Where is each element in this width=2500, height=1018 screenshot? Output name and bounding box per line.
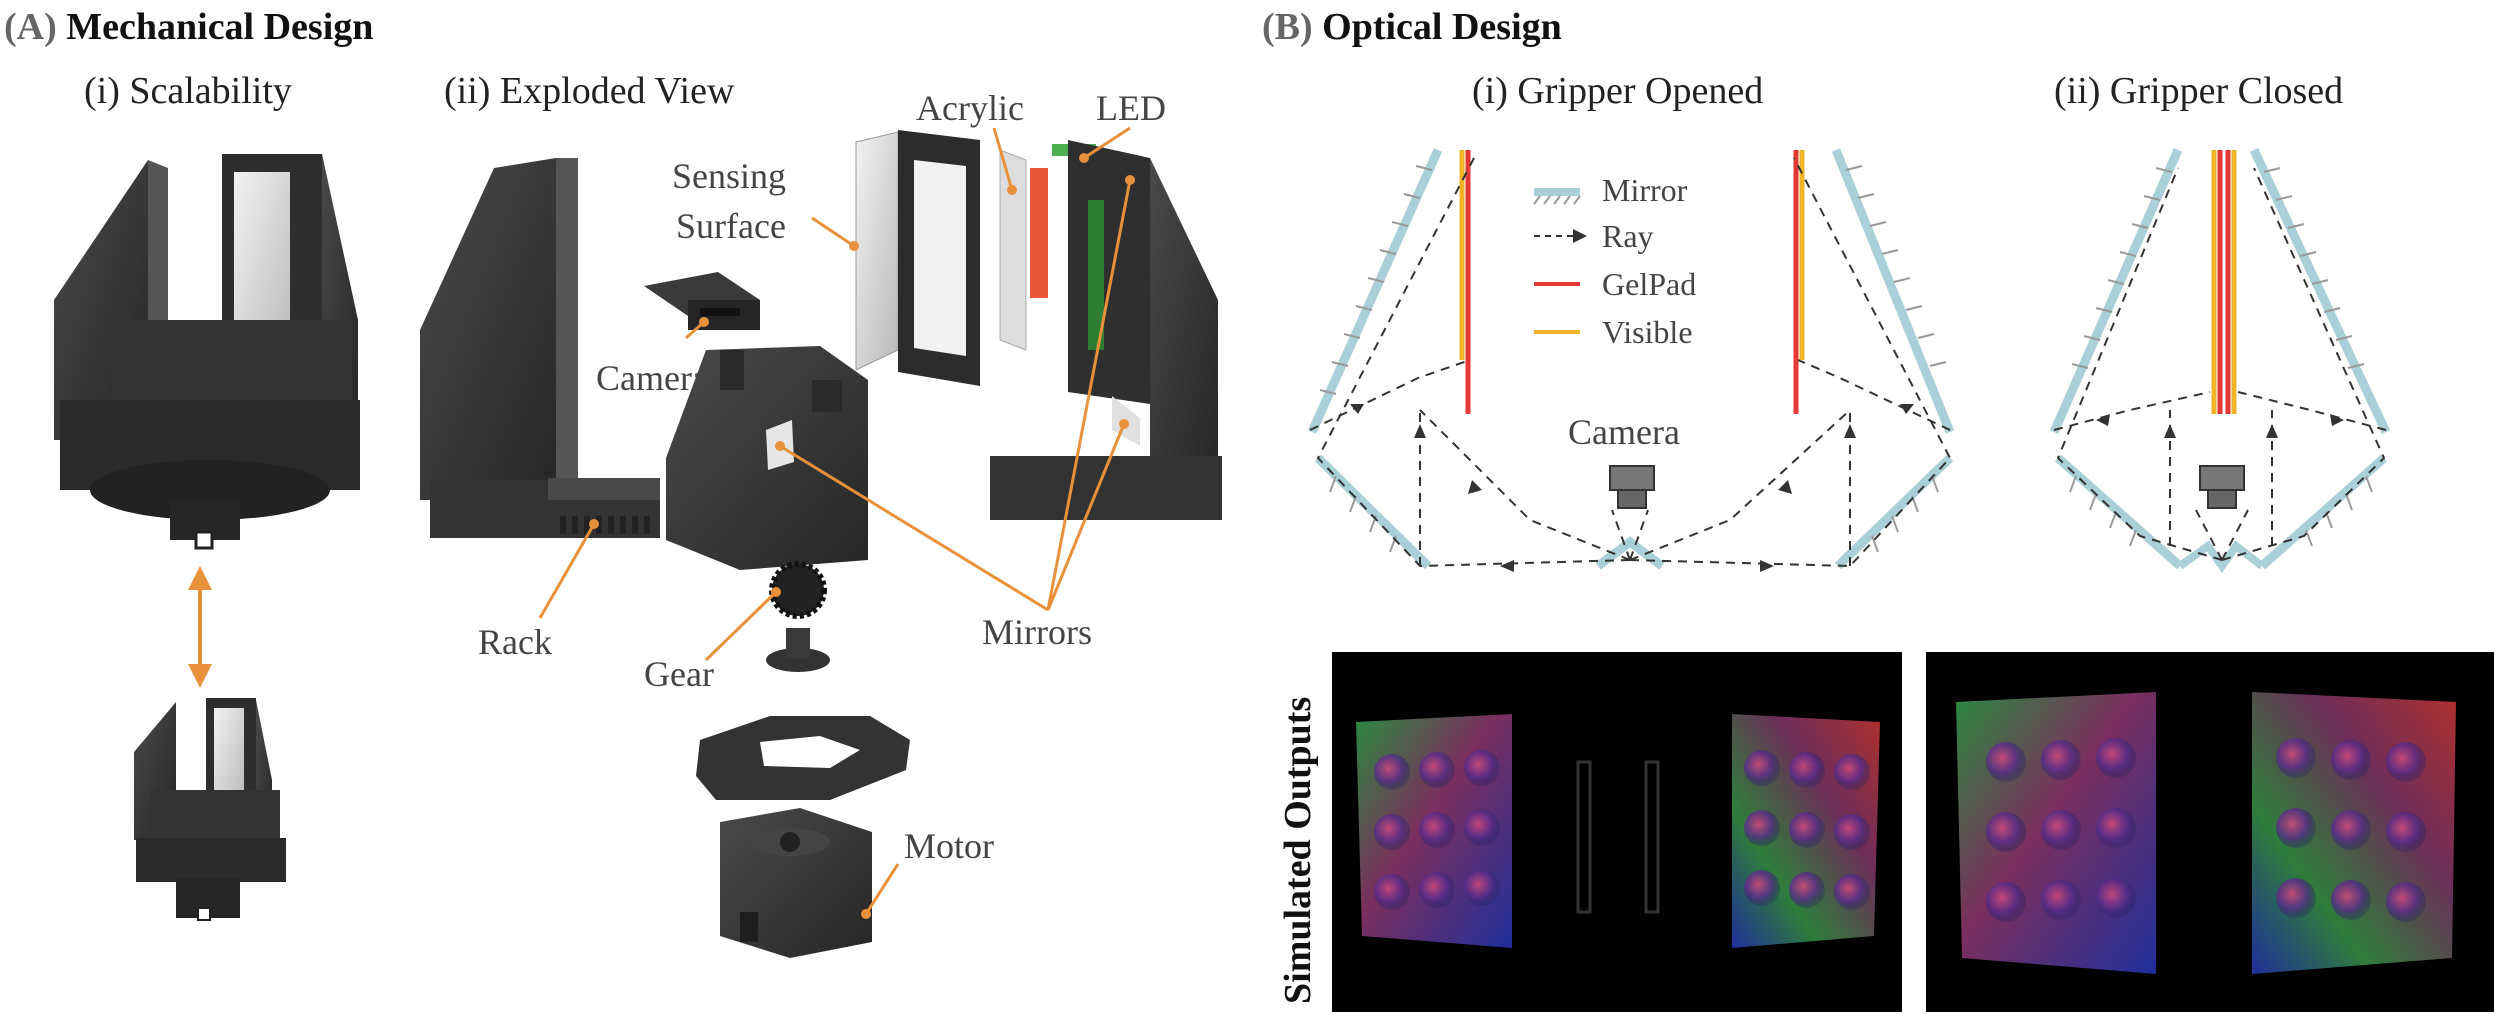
subtitle-scalability: (i) Scalability [84, 70, 292, 112]
panel-b-title: (B) Optical Design [1262, 8, 1562, 46]
large-gripper-render [54, 154, 360, 550]
subtitle-gripper-opened: (i) Gripper Opened [1472, 70, 1764, 112]
label-mirrors: Mirrors [982, 612, 1092, 652]
label-camera: Camera [596, 358, 708, 398]
leader-dots [589, 153, 1135, 919]
simulated-output-closed [1926, 652, 2494, 1012]
panel-b-tag: (B) [1262, 6, 1313, 48]
label-acrylic: Acrylic [916, 88, 1024, 128]
label-sensing: Sensing [672, 156, 787, 196]
bumps-left [1374, 750, 1500, 910]
bumps-right [1744, 750, 1870, 910]
panel-a-title: (A) Mechanical Design [4, 8, 373, 46]
optical-closed-diagram [2049, 148, 2391, 573]
label-camera-optical: Camera [1568, 412, 1680, 452]
legend-mirror: Mirror [1602, 172, 1688, 208]
label-surface: Surface [676, 206, 786, 246]
label-led: LED [1096, 88, 1166, 128]
panel-b-heading: Optical Design [1322, 6, 1562, 48]
panel-a-tag: (A) [4, 6, 57, 48]
legend-visible: Visible [1602, 314, 1693, 350]
optical-opened-diagram [1307, 148, 1955, 572]
label-gear: Gear [644, 654, 714, 694]
subtitle-gripper-closed: (ii) Gripper Closed [2054, 70, 2344, 112]
legend-ray: Ray [1602, 218, 1654, 254]
label-rack: Rack [478, 622, 552, 662]
label-motor: Motor [904, 826, 994, 866]
subtitle-exploded-view: (ii) Exploded View [444, 70, 735, 112]
simulated-output-opened [1332, 652, 1902, 1012]
bumps-closed-left [1986, 738, 2136, 922]
bumps-closed-right [2276, 738, 2426, 922]
legend-gelpad: GelPad [1602, 266, 1697, 302]
small-gripper-render [134, 698, 286, 921]
leader-lines [538, 126, 1132, 915]
panel-a-heading: Mechanical Design [66, 6, 374, 48]
exploded-view-render [420, 130, 1222, 958]
